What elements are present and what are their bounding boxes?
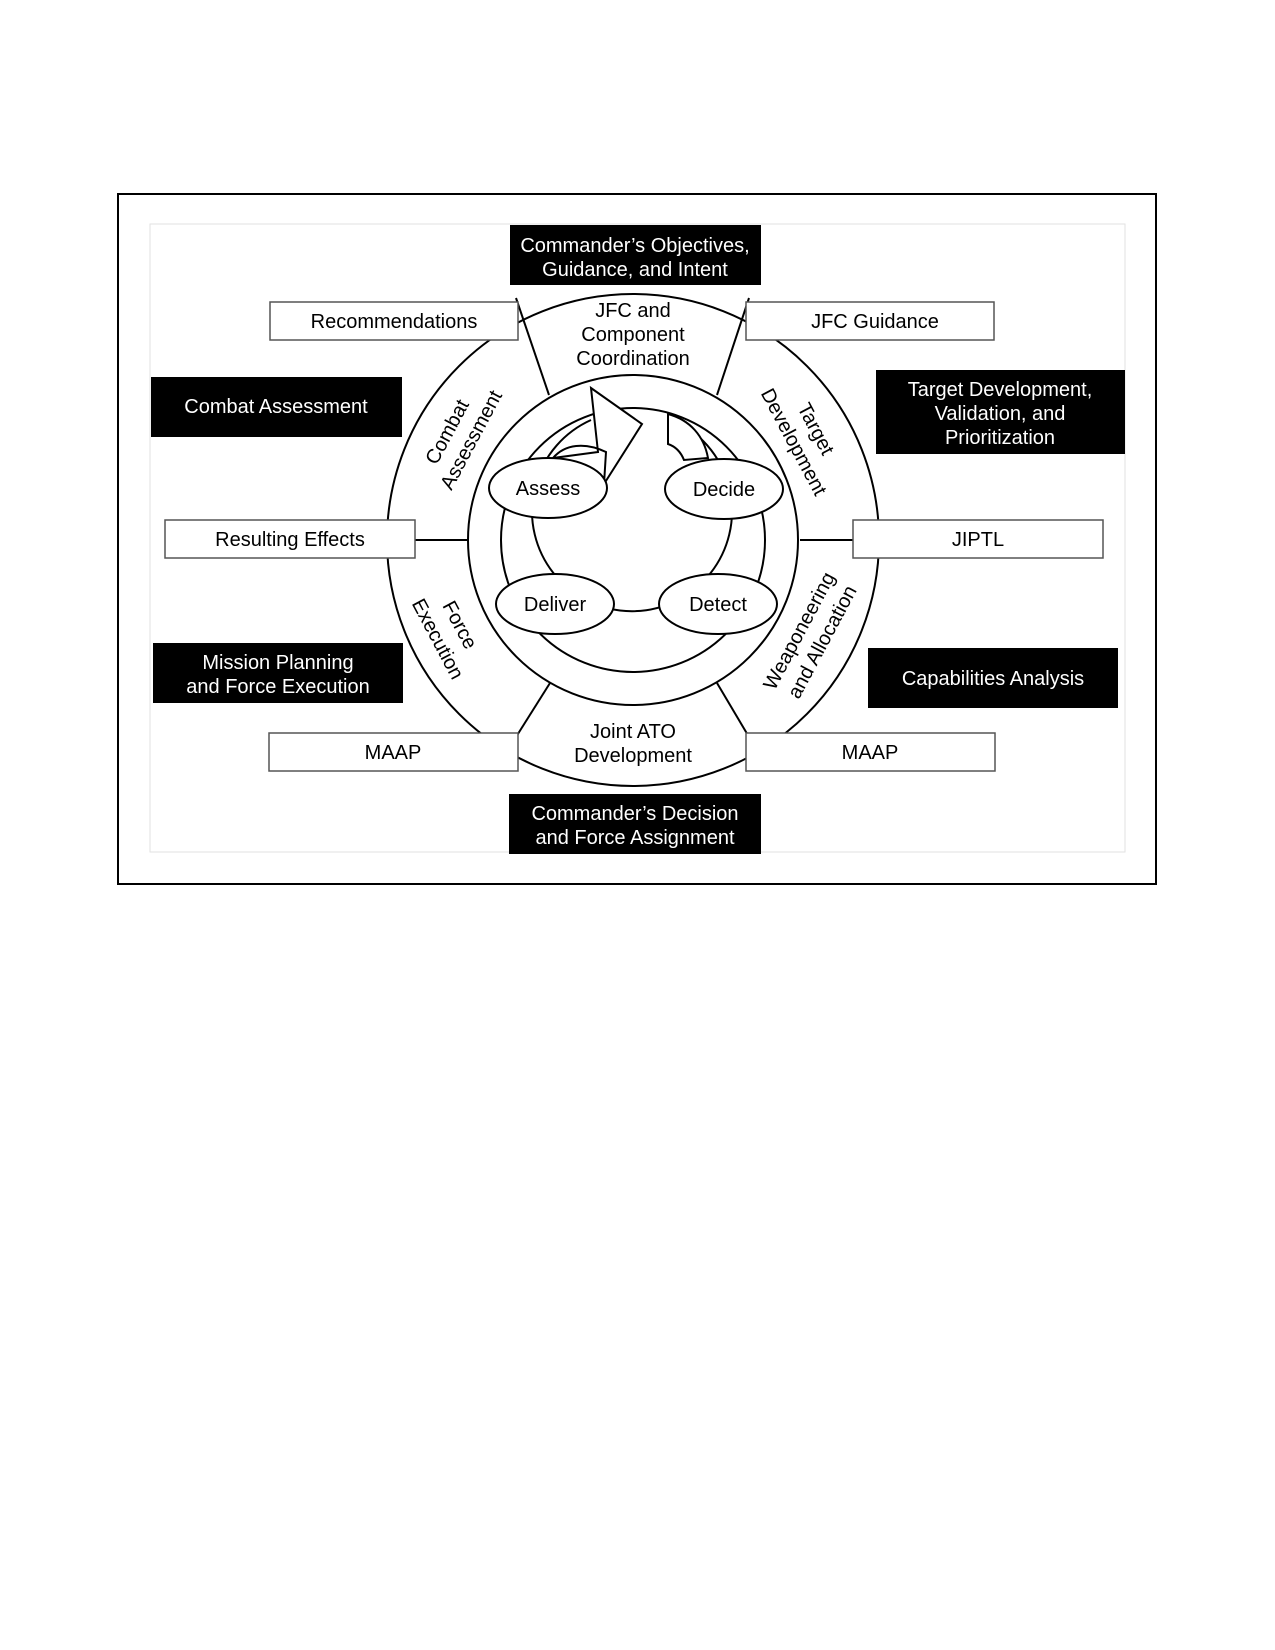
mission-planning-box: Mission Planning and Force Execution [153, 643, 403, 703]
target-development-line-3: Prioritization [945, 427, 1055, 449]
ring-divider-ur [716, 297, 750, 396]
target-development-box: Target Development, Validation, and Prio… [876, 370, 1125, 454]
resulting-effects-label: Resulting Effects [215, 529, 365, 551]
ring-divider-ul [515, 297, 550, 396]
detect-label: Detect [689, 594, 747, 616]
segment-bottom-line-1: Joint ATO [590, 721, 676, 743]
commanders-decision-box: Commander’s Decision and Force Assignmen… [509, 794, 761, 854]
inner-ring-circle [500, 407, 766, 673]
jfc-guidance-box [745, 301, 995, 341]
assess-label: Assess [516, 478, 580, 500]
assess-oval: Assess [488, 457, 608, 519]
commanders-decision-line-2: and Force Assignment [536, 827, 735, 849]
mission-planning-line-2: and Force Execution [186, 676, 369, 698]
decide-oval: Decide [664, 458, 784, 520]
commanders-objectives-line-1: Commander’s Objectives, [520, 235, 749, 257]
jiptl-label: JIPTL [952, 529, 1004, 551]
recommendations-label: Recommendations [311, 311, 478, 333]
capabilities-analysis-box: Capabilities Analysis [868, 648, 1118, 708]
ring-divider-lr [716, 682, 750, 738]
jfc-guidance-label: JFC Guidance [811, 311, 939, 333]
target-development-line-2: Validation, and [935, 403, 1066, 425]
segment-top-line-1: JFC and [595, 300, 671, 322]
capabilities-analysis-label: Capabilities Analysis [902, 668, 1084, 690]
jiptl-box [852, 519, 1104, 559]
maap-left-label: MAAP [365, 742, 422, 764]
middle-ring-circle [467, 374, 799, 706]
segment-bottom-line-2: Development [574, 745, 692, 767]
segment-top-line-3: Coordination [576, 348, 689, 370]
recommendations-box [269, 301, 519, 341]
combat-assessment-box: Combat Assessment [151, 377, 402, 437]
mission-planning-line-1: Mission Planning [202, 652, 353, 674]
detect-oval: Detect [658, 573, 778, 635]
deliver-label: Deliver [524, 594, 587, 616]
commanders-objectives-box: Commander’s Objectives, Guidance, and In… [510, 225, 761, 285]
combat-assessment-box-label: Combat Assessment [184, 396, 368, 418]
maap-right-label: MAAP [842, 742, 899, 764]
ring-divider-ll [515, 682, 551, 738]
maap-left-box [268, 732, 519, 772]
cycle-arrow-tail [667, 412, 710, 462]
commanders-objectives-line-2: Guidance, and Intent [542, 259, 728, 281]
deliver-oval: Deliver [495, 573, 615, 635]
white-boxes [164, 301, 1104, 772]
commanders-decision-line-1: Commander’s Decision [531, 803, 738, 825]
white-box-labels: Recommendations JFC Guidance Resulting E… [215, 311, 1004, 764]
resulting-effects-box [164, 519, 416, 559]
decide-label: Decide [693, 479, 755, 501]
segment-top-line-2: Component [581, 324, 685, 346]
maap-right-box [745, 732, 996, 772]
target-development-line-1: Target Development, [908, 379, 1093, 401]
